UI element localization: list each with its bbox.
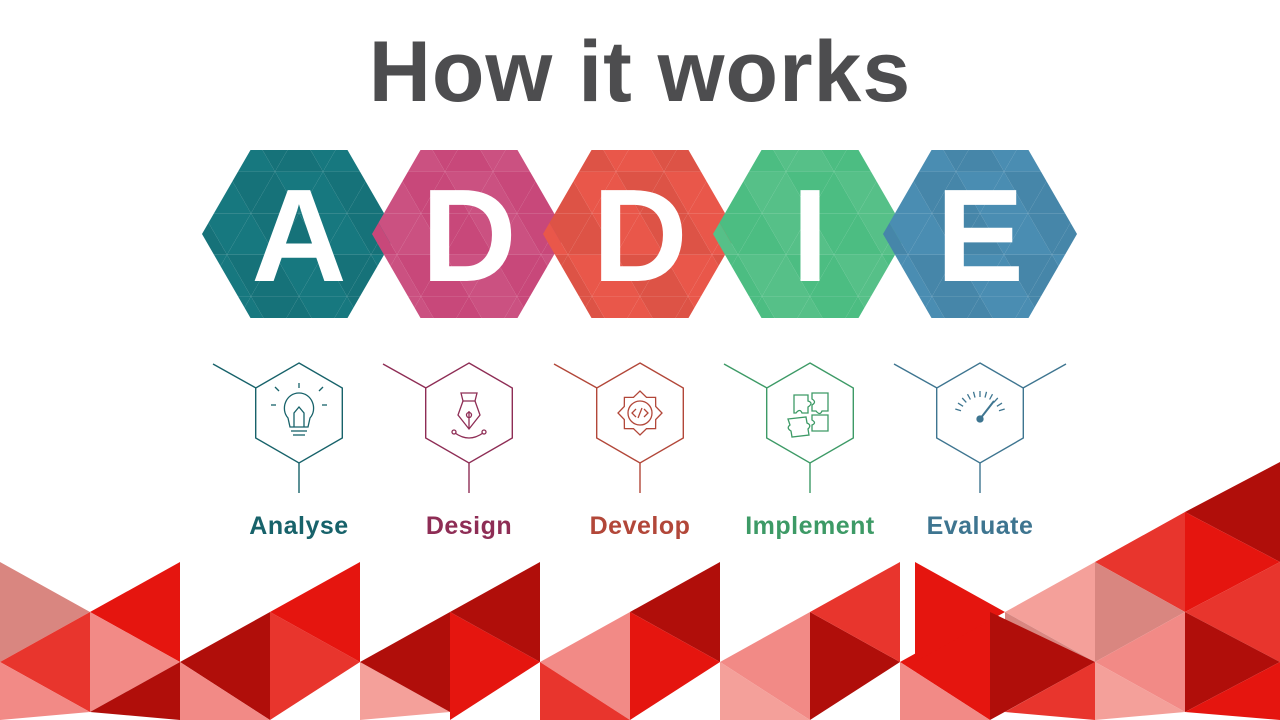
bg-triangle: [270, 612, 360, 720]
bg-triangle: [630, 562, 720, 662]
bg-triangle: [720, 662, 810, 720]
phase-label-implement: Implement: [745, 512, 875, 540]
bg-triangle: [0, 662, 90, 720]
phase-icon-hexagons: [212, 362, 1067, 493]
puzzle-icon: [787, 392, 829, 438]
bg-triangle: [1095, 612, 1185, 712]
pen-nib-icon: [451, 392, 487, 439]
phase-hexagon-2: [382, 362, 514, 493]
addie-letter: D: [592, 162, 687, 309]
bg-triangle: [540, 662, 630, 720]
bg-triangle: [180, 662, 270, 720]
bg-triangle: [450, 612, 540, 720]
phase-hexagon-5: [893, 362, 1067, 493]
phase-hexagon-4: [723, 362, 855, 493]
gauge-icon: [955, 391, 1005, 423]
bg-triangle: [720, 612, 810, 720]
bg-triangle: [360, 662, 450, 720]
bg-triangle: [90, 562, 180, 662]
bg-triangle: [1095, 662, 1185, 720]
bg-triangle: [270, 562, 360, 662]
bg-triangle: [900, 662, 990, 720]
bg-triangle: [1095, 562, 1185, 662]
page-title: How it works: [368, 24, 912, 120]
bg-triangle: [540, 612, 630, 720]
phase-hexagon-1: [212, 362, 344, 493]
bg-triangle: [0, 612, 90, 712]
bg-triangle: [1095, 512, 1185, 612]
bg-triangle: [1185, 662, 1280, 720]
bg-triangle: [0, 562, 90, 662]
bg-triangle: [1185, 562, 1280, 662]
gear-code-icon: [617, 390, 663, 436]
phase-label-analyse: Analyse: [249, 512, 349, 540]
bg-triangle: [1185, 512, 1280, 612]
bg-triangle: [360, 612, 450, 712]
phase-label-design: Design: [425, 512, 513, 540]
bg-triangle: [990, 612, 1095, 720]
bg-triangle: [450, 562, 540, 662]
bg-triangle: [90, 612, 180, 712]
bg-triangle: [1185, 462, 1280, 562]
bg-triangle: [810, 562, 900, 662]
addie-letter: A: [251, 162, 346, 309]
bg-triangle: [1185, 612, 1280, 712]
bg-triangle: [915, 562, 1005, 662]
addie-letter: I: [792, 162, 829, 309]
phase-hexagon-3: [553, 362, 685, 493]
bg-triangle: [630, 612, 720, 720]
phase-label-develop: Develop: [589, 512, 691, 540]
addie-letter: D: [421, 162, 516, 309]
bg-triangle: [180, 612, 270, 720]
addie-letter: E: [936, 162, 1024, 309]
bg-triangle: [1005, 662, 1095, 720]
lightbulb-icon: [271, 383, 327, 436]
bg-triangle: [810, 612, 900, 720]
red-triangle-pattern: [0, 462, 1280, 720]
bg-triangle: [900, 612, 990, 720]
phase-label-evaluate: Evaluate: [926, 512, 1034, 540]
bg-triangle: [90, 662, 180, 720]
bg-triangle: [1005, 562, 1095, 662]
